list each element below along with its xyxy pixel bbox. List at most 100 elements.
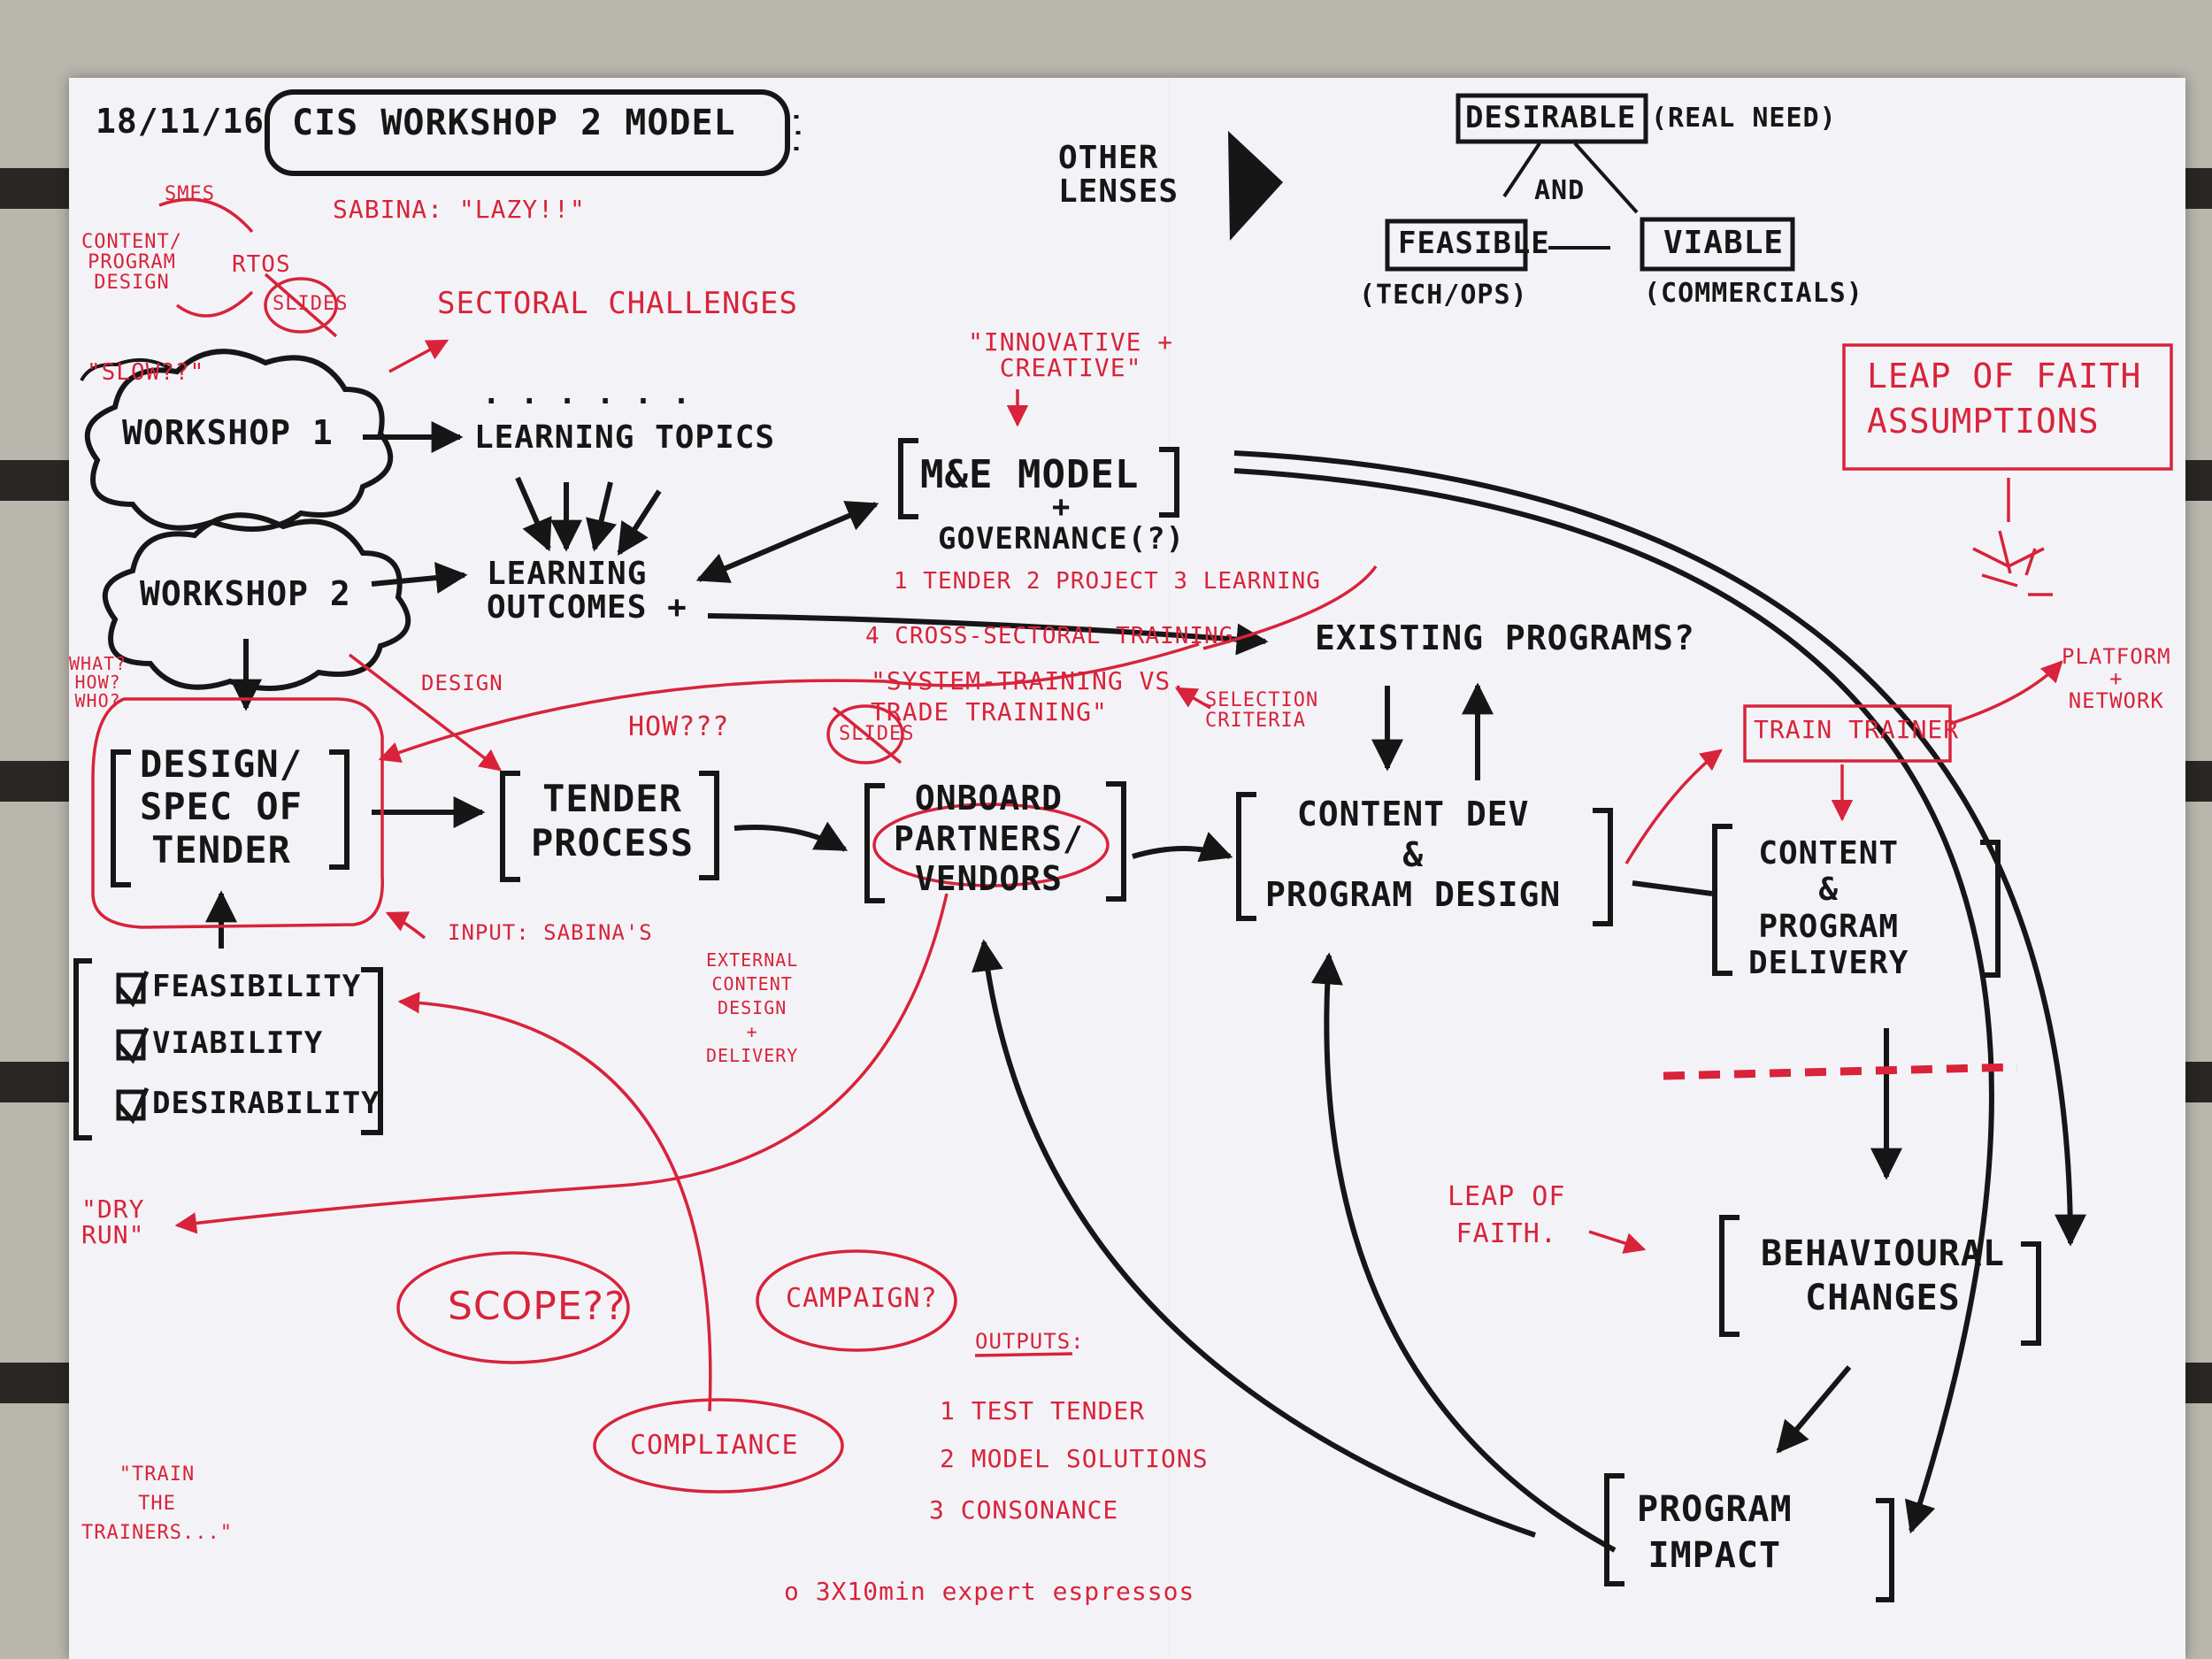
page-title: CIS WORKSHOP 2 MODEL [292,103,736,143]
paper-fold [1166,78,1169,1659]
slides-circle-top [264,277,338,334]
output-1: 1 TEST TENDER [940,1396,1146,1425]
slow-cloud [80,357,171,381]
tender-process-brackets [500,771,719,882]
design-spec-brackets [111,749,349,887]
slow-note: "SLOW??" [87,359,205,386]
feasible-box [1385,219,1528,272]
leap-assumptions-label: LEAP OF FAITH ASSUMPTIONS [1867,357,2142,442]
arrow-traintrainer-platform [1949,660,2063,726]
innovative-note: "INNOVATIVE + CREATIVE" [968,327,1174,383]
content-dev-brackets [1236,792,1613,926]
scope-ellipse [396,1251,630,1364]
lens-connectors [1502,142,1639,250]
workshop1-label: WORKSHOP 1 [122,413,334,452]
link-content-delivery [1632,880,1713,896]
output-2: 2 MODEL SOLUTIONS [940,1444,1209,1473]
leap-dashed-line [1663,1063,2018,1080]
design-spec-label: DESIGN/ SPEC OF TENDER [140,742,303,872]
train-trainer-label: TRAIN TRAINER [1754,715,1960,744]
desirable-label: DESIRABLE [1465,100,1637,135]
existing-programs-label: EXISTING PROGRAMS? [1315,618,1695,657]
leap-burst [1972,478,2053,596]
program-impact-label: PROGRAM IMPACT [1637,1489,1793,1576]
lens-arrow-head [1228,131,1283,241]
design-note: DESIGN [421,671,503,695]
arrow-topics-outcomes-4 [617,489,662,557]
selection-criteria-note: SELECTION CRITERIA [1205,689,1319,733]
behavioural-changes-label: BEHAVIOURAL CHANGES [1761,1233,2005,1318]
content-design-note: CONTENT/ PROGRAM DESIGN [81,231,182,295]
slides-strike-top [264,273,338,338]
impact-brackets [1604,1473,1894,1602]
arrow-me-behaviour [1233,450,2086,1247]
compliance-ellipse [593,1398,844,1494]
leap-of-faith-note: LEAP OF FAITH. [1448,1181,1566,1249]
rtos-note: RTOS [232,251,291,278]
arrow-content-traintrainer [1624,749,1723,864]
input-sabina-note: INPUT: SABINA'S [448,920,653,945]
arrow-me-impact [1233,468,1994,1534]
title-box [265,89,790,176]
feasible-label: FEASIBLE [1398,226,1550,261]
desirable-box [1455,93,1648,144]
arrow-impact-content [1310,952,1617,1553]
viable-note: (COMMERCIALS) [1644,278,1863,309]
checklist-viability: VIABILITY [152,1025,324,1061]
governance-label: + GOVERNANCE(?) [938,489,1186,557]
me-model-label: M&E MODEL [920,452,1140,497]
arrow-tender-onboard [733,821,849,852]
onboard-brackets [864,781,1126,903]
me-model-brackets [898,438,1179,519]
expert-espressos-note: o 3X10min expert espressos [784,1577,1195,1606]
content-delivery-label: CONTENT & PROGRAM DELIVERY [1748,835,1909,982]
arrow-input-design [385,911,426,940]
leap-assumptions-box [1842,343,2173,471]
viable-box [1640,217,1795,272]
arrow-topics-outcomes-1 [515,476,552,552]
me-items-note: 1 TENDER 2 PROJECT 3 LEARNING [894,568,1321,595]
arrow-impact-onboard [972,939,1536,1538]
sectoral-note: SECTORAL CHALLENGES [437,286,798,321]
onboard-label: ONBOARD PARTNERS/ VENDORS [894,779,1084,899]
arrow-leap-behaviour [1588,1230,1647,1254]
arrow-onboard-content [1132,832,1233,862]
scope-label: SCOPE?? [448,1284,626,1329]
how-note: HOW??? [628,711,730,742]
dry-run-note: "DRY RUN" [81,1194,145,1250]
checklist-desirability: DESIRABILITY [152,1086,380,1121]
slides-note-mid: SLIDES [839,723,915,745]
checklist-brackets [73,958,383,1141]
checkboxes [116,970,150,1125]
platform-network-note: PLATFORM + NETWORK [2062,644,2171,714]
arrow-ws2-outcomes [371,562,468,594]
arrow-behaviour-impact [1776,1365,1852,1454]
feasible-note: (TECH/OPS) [1359,280,1528,311]
behavioural-brackets [1719,1215,2041,1346]
slides-note-top: SLIDES [273,293,349,315]
arrow-outcomes-me [695,501,879,583]
workshop2-cloud [102,512,411,691]
arrow-selection-design [378,642,1200,763]
black-arrows [205,421,2086,1553]
arrow-ws2-tender [348,653,502,772]
viable-label: VIABLE [1663,225,1785,261]
smes-note: SMES [165,183,215,205]
cross-sectoral-note: 4 CROSS-SECTORAL TRAINING [865,623,1234,649]
arrow-compliance-checklist [397,991,712,1412]
desirable-note: (REAL NEED) [1651,103,1837,134]
train-trainer-box [1743,704,1952,763]
campaign-label: CAMPAIGN? [786,1283,938,1314]
content-dev-label: CONTENT DEV & PROGRAM DESIGN [1265,795,1562,915]
partners-ellipse [872,803,1110,887]
outputs-underline [974,1352,1073,1357]
slides-circle-mid [826,704,904,764]
checklist-feasibility: FEASIBILITY [152,969,362,1004]
compliance-label: COMPLIANCE [630,1430,799,1461]
workshop2-label: WORKSHOP 2 [140,574,351,613]
paper-sheet [69,78,2185,1659]
design-outline [91,697,384,929]
topics-dots: . . . . . . [482,376,692,411]
outputs-title: OUTPUTS: [975,1329,1085,1354]
